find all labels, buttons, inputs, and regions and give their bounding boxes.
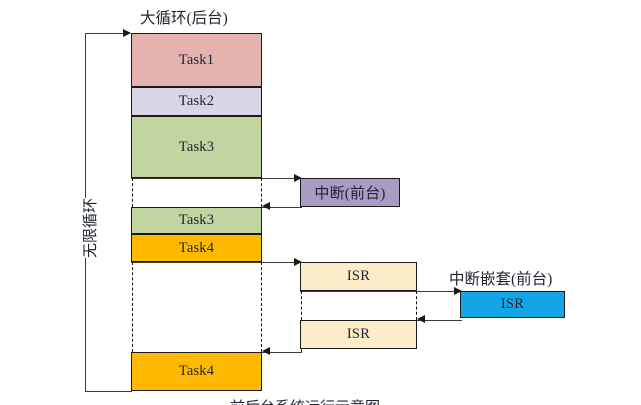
task-block-label: Task4 (178, 239, 215, 256)
loop-label: 无限循环 (77, 197, 102, 258)
isr-block-first: ISR (300, 262, 417, 291)
interrupt-block: 中断(前台) (300, 178, 400, 207)
interrupt-block-label: 中断(前台) (314, 186, 386, 202)
main-gap1-dash-left (132, 178, 133, 207)
task-block-task1: Task1 (131, 33, 262, 87)
nested-return-line (417, 319, 462, 321)
task-block-label: Task1 (178, 51, 215, 68)
nested-isr-block-label: ISR (500, 296, 525, 312)
isr-block-label: ISR (346, 326, 371, 342)
diagram-title-main: 大循环(后台) (140, 10, 228, 27)
isr-block-second: ISR (300, 320, 417, 349)
main-gap2-top-edge (131, 262, 262, 263)
loop-bracket-bottom (85, 391, 132, 392)
task-block-label: Task2 (178, 93, 215, 109)
task-block-task3-first: Task3 (131, 116, 262, 178)
isr-enter-arrowhead-icon (294, 257, 302, 266)
isr-gap-dash-left (301, 291, 302, 320)
isr-gap-dash-right (416, 291, 417, 320)
loop-bracket-top (85, 33, 130, 34)
main-gap1-dash-right (261, 178, 262, 207)
interrupt-enter-arrowhead-icon (294, 173, 302, 182)
interrupt-return-arrowhead-icon (262, 202, 270, 210)
task-block-label: Task3 (178, 138, 215, 155)
nested-interrupt-title: 中断嵌套(前台) (449, 271, 553, 288)
nested-enter-line (417, 291, 462, 292)
task-block-task2: Task2 (131, 87, 262, 116)
isr-block-label: ISR (346, 268, 371, 284)
main-gap1-top-edge (131, 178, 262, 179)
nested-enter-arrowhead-icon (454, 286, 462, 295)
nested-return-arrowhead-icon (417, 315, 425, 323)
diagram-bottom-caption: 前后台系统运行示意图 (230, 396, 380, 405)
main-gap2-dash-right (261, 262, 262, 352)
task-block-label: Task4 (178, 363, 215, 379)
loop-bracket-arrowhead-icon (123, 28, 131, 37)
main-gap2-dash-left (132, 262, 133, 352)
task-block-label: Task3 (178, 212, 215, 228)
isr-return-drop (300, 349, 302, 352)
task-block-task4-second: Task4 (131, 352, 262, 391)
nested-isr-block: ISR (460, 291, 565, 318)
task-block-task3-second: Task3 (131, 207, 262, 234)
interrupt-enter-line (262, 178, 302, 179)
isr-gap-top-edge (300, 291, 417, 292)
task-block-task4-first: Task4 (131, 234, 262, 262)
isr-return-arrowhead-icon (262, 347, 270, 355)
isr-enter-line (262, 262, 302, 263)
interrupt-return-line (262, 206, 302, 208)
isr-return-line (262, 351, 302, 353)
